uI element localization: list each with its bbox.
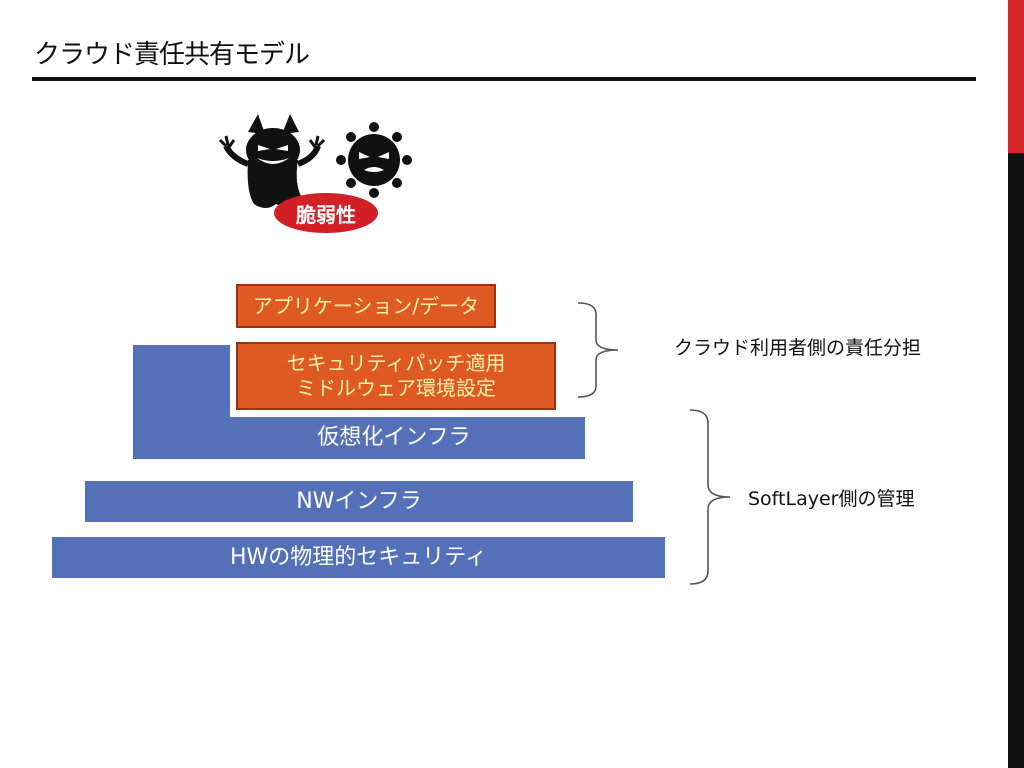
- layer-application-label: アプリケーション/データ: [252, 293, 480, 318]
- layer-middleware-label: セキュリティパッチ適用 ミドルウェア環境設定: [286, 351, 506, 400]
- title-underline: [32, 77, 976, 81]
- customer-bracket: [577, 302, 619, 398]
- layer-network-label: NWインフラ: [296, 488, 422, 514]
- provider-responsibility-label: SoftLayer側の管理: [748, 488, 915, 510]
- accent-bar-red: [1008, 0, 1024, 153]
- threat-illustration: [218, 114, 412, 208]
- slide-title: クラウド責任共有モデル: [34, 40, 310, 70]
- customer-responsibility-label: クラウド利用者側の責任分担: [674, 337, 922, 359]
- vulnerability-badge: 脆弱性: [274, 193, 378, 233]
- layer-virtualization-label: 仮想化インフラ: [317, 425, 471, 451]
- accent-bar-black: [1008, 153, 1024, 768]
- provider-bracket: [689, 409, 731, 585]
- layer-application-data: アプリケーション/データ: [236, 284, 496, 328]
- virus-icon: [336, 122, 412, 198]
- layer-virtualization-upright: [133, 345, 230, 418]
- devil-icon: [218, 114, 326, 208]
- layer-hardware: HWの物理的セキュリティ: [52, 537, 665, 578]
- layer-hardware-label: HWの物理的セキュリティ: [230, 544, 487, 570]
- layer-virtualization: 仮想化インフラ: [133, 417, 585, 459]
- layer-network: NWインフラ: [85, 481, 633, 522]
- layer-middleware: セキュリティパッチ適用 ミドルウェア環境設定: [236, 342, 556, 410]
